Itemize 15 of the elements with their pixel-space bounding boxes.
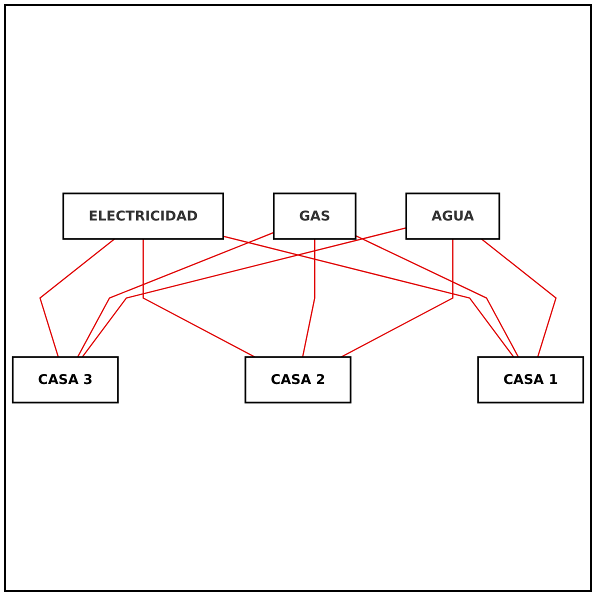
connector <box>481 238 557 358</box>
connector <box>302 238 316 358</box>
connector <box>340 238 454 358</box>
node-box: CASA 3 <box>12 356 119 404</box>
connector <box>77 232 274 358</box>
node-box: CASA 1 <box>477 356 584 404</box>
connector <box>82 227 406 358</box>
connector <box>39 238 115 358</box>
node-box: CASA 2 <box>244 356 352 404</box>
node-box: AGUA <box>405 192 500 240</box>
connector <box>142 238 256 358</box>
connector <box>355 235 519 358</box>
connector <box>223 236 514 358</box>
node-box: GAS <box>272 192 356 240</box>
node-box: ELECTRICIDAD <box>62 192 224 240</box>
